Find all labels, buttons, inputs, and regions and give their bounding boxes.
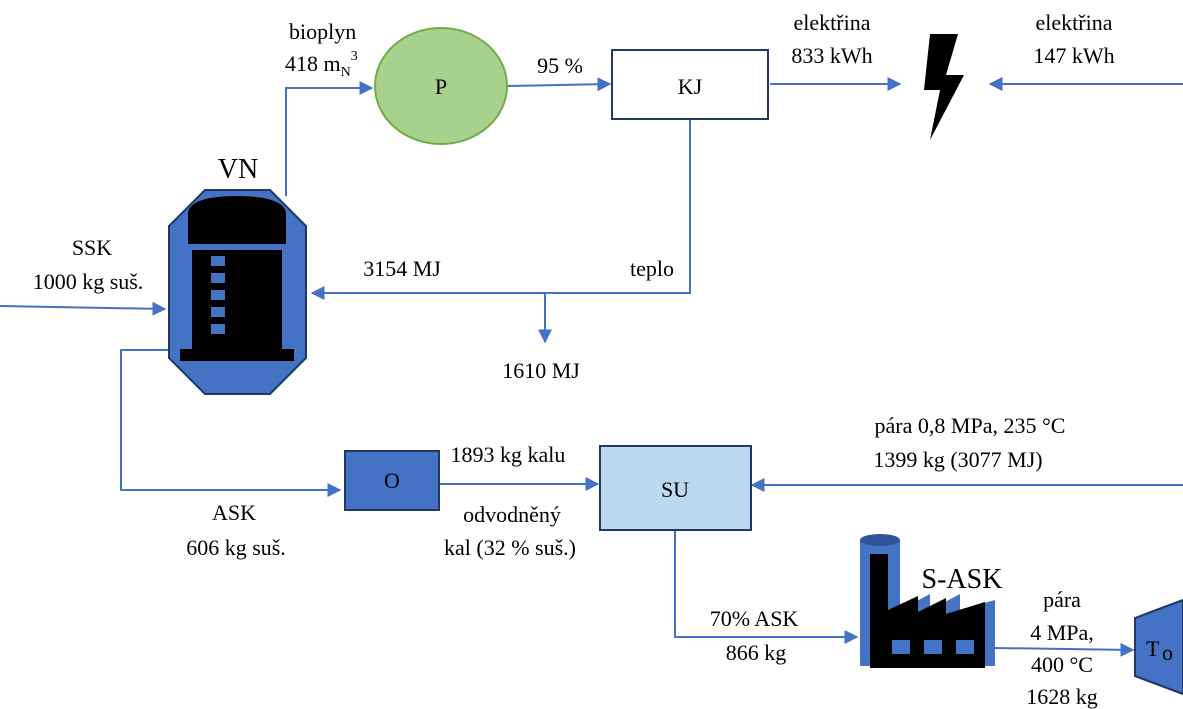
elec-out-value: 833 kWh	[791, 43, 872, 68]
p-label: P	[435, 74, 447, 99]
steam-in-label-2: 1399 kg (3077 MJ)	[873, 447, 1042, 472]
biogas-name: bioplyn	[289, 19, 356, 44]
ask-mass: 606 kg suš.	[186, 535, 286, 560]
su-node	[599, 445, 752, 531]
arrow-ask70	[674, 531, 859, 644]
to-label-sub: o	[1162, 640, 1173, 665]
heat-out-value: 1610 MJ	[502, 358, 580, 383]
ask70-label-2: 866 kg	[726, 640, 787, 665]
elec-in-value: 147 kWh	[1033, 43, 1114, 68]
arrow-ask	[120, 349, 342, 497]
o-node	[344, 450, 440, 511]
steam-out-label-4: 1628 kg	[1026, 684, 1098, 709]
arrow-steam-out	[994, 642, 1135, 657]
lightning-bolt-icon	[924, 34, 964, 140]
sludge-top-label: 1893 kg kalu	[451, 442, 566, 467]
factory-icon	[860, 534, 995, 668]
sludge-bottom-label-2: kal (32 % suš.)	[444, 535, 576, 560]
biogas-volume: 418 mN3	[285, 49, 358, 80]
digester-tank-icon	[168, 189, 307, 395]
sask-label: S-ASK	[922, 564, 1003, 595]
turbine-icon	[1134, 598, 1183, 696]
p-to-kj-label: 95 %	[537, 53, 583, 78]
arrow-biogas	[285, 81, 374, 196]
su-label: SU	[661, 477, 689, 502]
kj-label: KJ	[678, 74, 703, 99]
heat-name: teplo	[630, 256, 674, 281]
ask70-label-1: 70% ASK	[710, 606, 799, 631]
elec-in-name: elektřina	[1036, 10, 1113, 35]
steam-out-label-1: pára	[1043, 587, 1081, 612]
sludge-bottom-label-1: odvodněný	[463, 502, 561, 527]
ssk-name: SSK	[72, 235, 112, 260]
heat-to-vn-value: 3154 MJ	[363, 256, 441, 281]
steam-in-label-1: pára 0,8 MPa, 235 °C	[875, 413, 1066, 438]
kj-node	[611, 49, 769, 120]
arrow-ssk-in	[0, 301, 167, 316]
arrow-p-to-kj	[507, 77, 612, 92]
to-label-main: T	[1146, 636, 1160, 661]
p-node	[374, 27, 508, 145]
arrow-heat-to-vn	[310, 120, 691, 300]
flow-arrows	[0, 77, 1183, 657]
vn-label: VN	[218, 154, 258, 185]
elec-out-name: elektřina	[794, 10, 871, 35]
ask-name: ASK	[212, 500, 256, 525]
ssk-mass: 1000 kg suš.	[33, 269, 144, 294]
steam-out-label-2: 4 MPa,	[1030, 620, 1094, 645]
steam-out-label-3: 400 °C	[1031, 652, 1093, 677]
o-label: O	[384, 468, 400, 493]
